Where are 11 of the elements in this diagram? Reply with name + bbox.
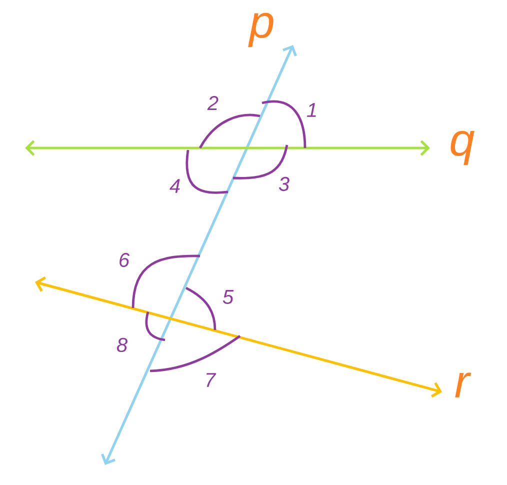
- angle-number: 8: [116, 338, 128, 352]
- angle-number: 5: [222, 290, 234, 304]
- angle-number: 6: [120, 252, 130, 268]
- angle-number: 7: [206, 373, 216, 387]
- line-label: q: [450, 130, 474, 166]
- line-label: r: [455, 372, 472, 398]
- angle-number: 4: [170, 179, 180, 193]
- angle-number: 1: [306, 103, 316, 117]
- angle-number: 3: [278, 176, 290, 192]
- angle-number: 2: [207, 96, 218, 110]
- line-label: p: [248, 12, 274, 48]
